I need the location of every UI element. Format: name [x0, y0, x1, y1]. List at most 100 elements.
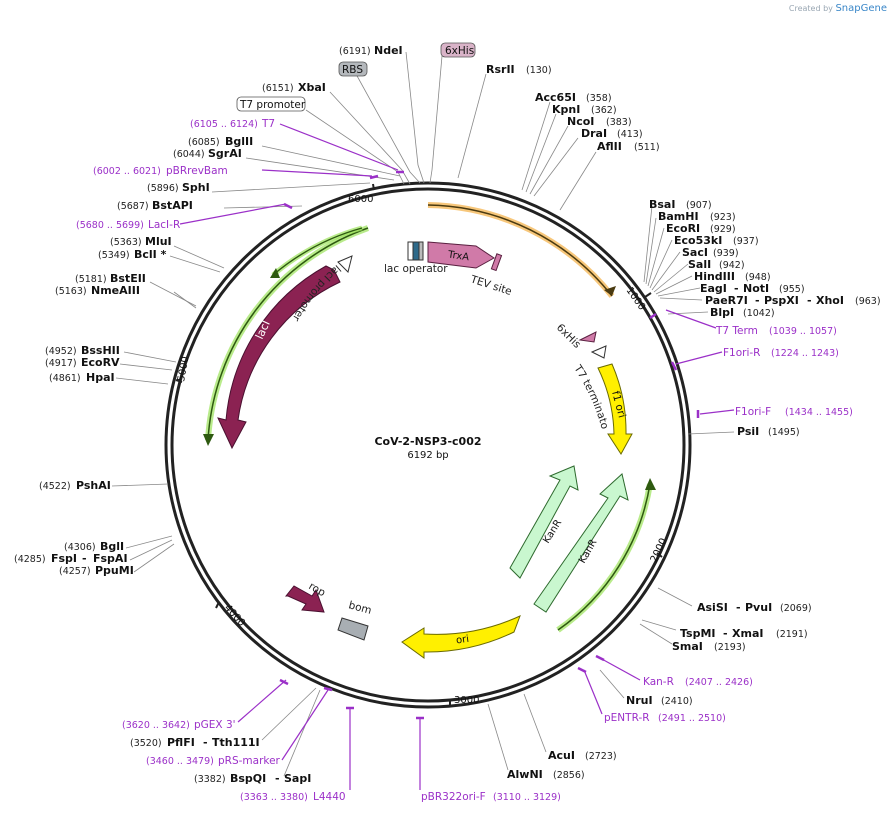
primer-mark-prs-marker — [323, 686, 333, 692]
enzyme-sep-sapi: - — [275, 772, 280, 785]
enzyme-acui-pos: (2723) — [585, 751, 617, 762]
enzyme-sapi: SapI — [284, 772, 311, 785]
enzyme-kpni: KpnI — [552, 103, 580, 116]
laci-promoter-arc — [272, 227, 363, 276]
enzyme-bglii-pos: (6085) — [188, 137, 220, 148]
primer-prs-marker-pos: (3460 .. 3479) — [146, 756, 214, 767]
enzyme-xmai-pos: (2191) — [776, 629, 808, 640]
enzyme-eco53ki: Eco53kI — [674, 234, 722, 247]
kanr-region-arrowhead — [645, 478, 656, 490]
trxa-arrow — [427, 241, 495, 269]
primer-laci-r-pos: (5680 .. 5699) — [76, 220, 144, 231]
enzyme-pflfi: PflFI — [167, 736, 195, 749]
enzyme-nrui: NruI — [626, 694, 653, 707]
trxa-cds-arc — [427, 204, 613, 297]
credit-prefix: Created by — [788, 4, 833, 13]
leader-tspmi — [641, 619, 677, 631]
leader-lines — [111, 51, 735, 777]
leader-sali — [653, 263, 689, 293]
bom-label: bom — [347, 599, 373, 617]
enzyme-sep-pspxi: - — [755, 294, 760, 307]
primer-leader-pentr-r — [583, 669, 603, 715]
leader-fspi — [129, 539, 173, 561]
laci-region-arrowhead — [203, 434, 214, 446]
enzyme-hindiii: HindIII — [694, 270, 735, 283]
enzyme-sphi: SphI — [182, 181, 210, 194]
primer-mark-pgex3 — [279, 678, 289, 686]
primer-kan-r-pos: (2407 .. 2426) — [685, 677, 753, 688]
enzyme-bstapi-pos: (5687) — [117, 201, 149, 212]
enzyme-bsshii-pos: (4952) — [45, 346, 77, 357]
enzyme-ncoi-pos: (383) — [606, 117, 632, 128]
enzyme-aflii: AflII — [597, 140, 622, 153]
leader-rbs — [355, 73, 421, 184]
leader-ndei — [405, 51, 425, 184]
leader-mlui — [173, 245, 225, 269]
leader-xbai — [329, 91, 411, 185]
enzyme-drai-pos: (413) — [617, 129, 643, 140]
primer-leader-prs-marker — [281, 689, 329, 761]
primer-laci-r: LacI-R — [148, 219, 180, 231]
leader-saci — [651, 251, 681, 291]
enzyme-pspxi: PspXI — [764, 294, 799, 307]
enzyme-bglii: BglII — [225, 135, 253, 148]
enzyme-psii: PsiI — [737, 425, 759, 438]
enzyme-acui: AcuI — [548, 749, 575, 762]
leader-acc65i — [521, 101, 551, 191]
enzyme-labels: (6191) NdeI RsrII (130) (6151) XbaI Acc6… — [14, 44, 881, 785]
leader-drai — [533, 137, 579, 197]
backbone-outer — [164, 181, 692, 709]
primer-mark-pentr-r — [577, 666, 587, 674]
enzyme-bstapi: BstAPI — [152, 199, 193, 212]
leader-nmeaiii — [173, 291, 197, 309]
primer-f1ori-r: F1ori-R — [723, 347, 760, 359]
leader-sphi — [211, 182, 371, 193]
enzyme-pshai-pos: (4522) — [39, 481, 71, 492]
enzyme-bamhi-pos: (923) — [710, 212, 736, 223]
primer-mark-kan-r — [595, 654, 605, 662]
enzyme-saci-pos: (939) — [713, 248, 739, 259]
enzyme-aflii-pos: (511) — [634, 142, 660, 153]
leader-hpai — [115, 377, 169, 385]
rbs-box — [412, 241, 420, 261]
rbs-box-label: RBS — [342, 64, 363, 76]
primer-pbrrevbam: pBRrevBam — [166, 165, 228, 177]
primer-t7-term: T7 Term — [715, 325, 758, 337]
leader-6xhis — [429, 55, 443, 184]
t7-terminator-marker — [590, 345, 607, 359]
leader-alwni — [487, 703, 509, 771]
his-tag-marker — [578, 331, 597, 343]
enzyme-tth111i: Tth111I — [212, 736, 260, 749]
leader-eagi — [657, 287, 701, 297]
leader-eco53ki — [649, 239, 673, 289]
primer-t7-term-pos: (1039 .. 1057) — [769, 326, 837, 337]
enzyme-nmeaiii-pos: (5163) — [55, 286, 87, 297]
primer-mark-t7-term — [649, 312, 657, 320]
enzyme-noti: NotI — [743, 282, 769, 295]
leader-aflii — [559, 151, 597, 211]
enzyme-eco53ki-pos: (937) — [733, 236, 759, 247]
plasmid-length: 6192 bp — [407, 450, 448, 461]
primer-mark-f1ori-r — [670, 361, 678, 371]
enzyme-ecori: EcoRI — [666, 222, 700, 235]
enzyme-bsteii: BstEII — [110, 272, 146, 285]
enzyme-nmeaiii: NmeAIII — [91, 284, 140, 297]
enzyme-fspi-pos: (4285) — [14, 554, 46, 565]
primer-t7: T7 — [261, 118, 275, 130]
primer-leader-pbrrevbam — [261, 169, 373, 177]
leader-bsteii — [149, 281, 197, 307]
enzyme-sali-pos: (942) — [719, 260, 745, 271]
his-tag-label: 6xHis — [554, 322, 583, 351]
laci-region-arc — [207, 227, 369, 441]
enzyme-sep-pvui: - — [736, 601, 741, 614]
primer-mark-pbrrevbam — [369, 174, 379, 180]
enzyme-blpi: BlpI — [710, 306, 734, 319]
tick-mark-1000 — [644, 292, 652, 298]
enzyme-xhoi-pos: (963) — [855, 296, 881, 307]
leader-ppumi — [133, 543, 175, 573]
tev-site-label: TEV site — [468, 273, 513, 298]
leader-bsai — [643, 205, 653, 283]
enzyme-tspmi: TspMI — [680, 627, 716, 640]
leader-bglii — [261, 145, 401, 177]
lac-operator-label: lac operator — [384, 263, 448, 275]
